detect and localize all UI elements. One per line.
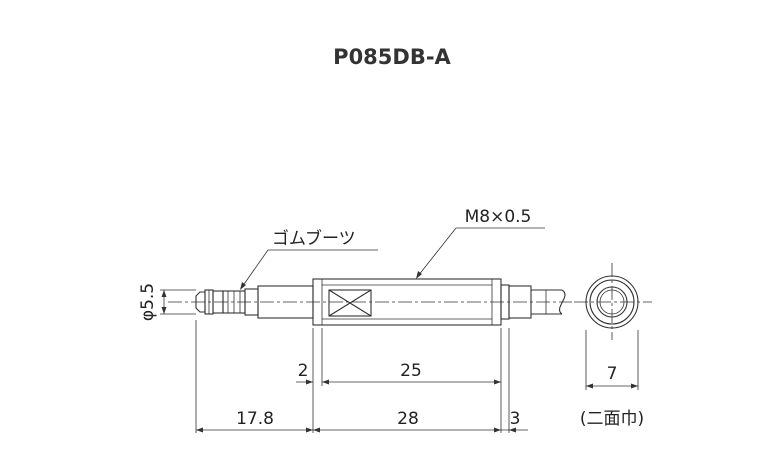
dimension-row-upper: 2 25	[296, 361, 501, 385]
dim-25-label: 25	[400, 361, 422, 381]
thread-callout: M8×0.5	[416, 207, 545, 279]
rear-collar	[500, 284, 532, 320]
side-view	[168, 278, 572, 326]
dim-2-label: 2	[298, 361, 309, 381]
rubber-boot-callout: ゴムブーツ	[240, 228, 378, 290]
thread-label: M8×0.5	[465, 207, 532, 227]
rubber-boot-label: ゴムブーツ	[272, 228, 356, 249]
dimension-row-lower: 17.8 28 3	[196, 409, 528, 433]
dim-28-label: 28	[397, 409, 419, 429]
across-flats-dimension: 7 (二面巾)	[580, 364, 644, 429]
dim-17-8-label: 17.8	[236, 409, 274, 429]
dim-7-label: 7	[607, 364, 618, 384]
diameter-dimension: φ5.5	[138, 283, 196, 321]
end-view	[574, 263, 652, 340]
diameter-label: φ5.5	[138, 283, 158, 321]
dim-3-label: 3	[510, 409, 521, 429]
across-flats-label: (二面巾)	[580, 409, 644, 429]
part-number-title: P085DB-A	[333, 45, 451, 69]
cable	[531, 289, 566, 315]
